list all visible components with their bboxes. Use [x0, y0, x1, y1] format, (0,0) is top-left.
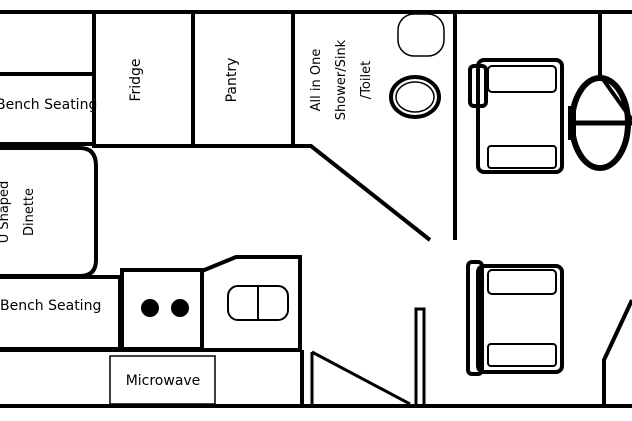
- u-dinette-outline: [0, 146, 98, 278]
- dinette-label-line1: U Shaped: [0, 181, 12, 244]
- cooktop-burner-left-icon: [141, 299, 159, 317]
- dinette-label-line2: Dinette: [22, 188, 37, 236]
- bathroom-walls: [291, 10, 457, 242]
- bathroom-sink: [397, 13, 445, 57]
- cooktop-outline: [120, 268, 204, 351]
- bathroom-toilet: [389, 75, 441, 119]
- bathroom-label-line1: All in One: [309, 49, 324, 112]
- kitchen-sink-counter: [200, 255, 302, 349]
- bathroom-toilet-rim: [395, 81, 435, 113]
- steering-wheel-icon: [568, 75, 632, 171]
- pantry-label: Pantry: [224, 58, 240, 103]
- microwave-outline: [109, 355, 216, 405]
- bench-seating-top-label: Bench Seating: [0, 97, 97, 113]
- cab-wall-bottom: [602, 299, 632, 406]
- bathroom-label-line3: /Toilet: [359, 61, 374, 99]
- microwave-label: Microwave: [126, 373, 201, 389]
- entry-door-swing: [311, 350, 411, 406]
- bench-seating-bottom-label: Bench Seating: [0, 298, 101, 314]
- entry-door-post: [414, 307, 426, 408]
- pantry-outline: [191, 10, 295, 148]
- passenger-seat-icon: [466, 260, 564, 376]
- fridge-label: Fridge: [128, 58, 144, 101]
- bathroom-label-line2: Shower/Sink: [334, 39, 349, 120]
- cooktop-burner-right-icon: [171, 299, 189, 317]
- driver-seat-icon: [468, 58, 564, 174]
